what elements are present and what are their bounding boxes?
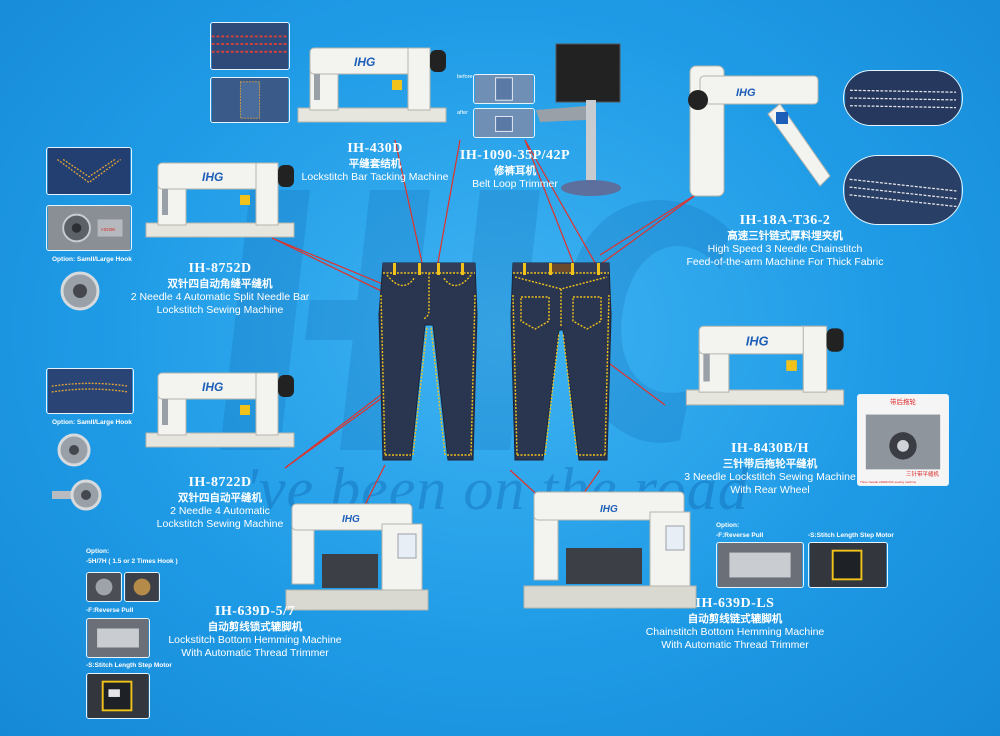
model-name: IH-8752D	[188, 261, 252, 276]
after-label: after	[457, 110, 469, 116]
svg-text:IHG: IHG	[600, 504, 618, 515]
model-cn-name: 自动剪线链式辘脚机	[687, 612, 783, 625]
machine-image-ih-639d-ls: IHG	[520, 482, 700, 612]
model-description: With Automatic Thread Trimmer	[661, 638, 809, 651]
belt-loop-before-image	[473, 74, 535, 104]
model-description: Feed-of-the-arm Machine For Thick Fabric	[686, 255, 884, 268]
jeans-back-image	[505, 255, 617, 467]
hook-option-image-1	[86, 572, 122, 602]
hook-option-label-8722d: Option: Samll/Large Hook	[52, 419, 132, 426]
model-description: With Rear Wheel	[730, 483, 810, 496]
three-needle-cn-label: 三针带平缝机	[906, 472, 940, 478]
model-description: Lockstitch Sewing Machine	[156, 517, 284, 530]
jeans-front-image	[373, 255, 485, 467]
label-ih-430d: IH-430D 平缝套结机 Lockstitch Bar Tacking Mac…	[300, 140, 450, 184]
rear-wheel-en-label: Three Needle ADDROOF sewing machine	[860, 480, 917, 484]
hook-closeup-image: HOOK	[46, 205, 132, 251]
model-name: IH-639D-LS	[695, 596, 775, 611]
denim-sample-red-stitch	[210, 22, 290, 70]
model-name: IH-639D-5/7	[214, 604, 296, 619]
label-ih-639d-ls: IH-639D-LS 自动剪线链式辘脚机 Chainstitch Bottom …	[640, 595, 830, 652]
model-description: Chainstitch Bottom Hemming Machine	[645, 625, 825, 638]
option-f-label-right: -F:Reverse Pull	[716, 532, 764, 539]
model-description: Lockstitch Bottom Hemming Machine	[168, 633, 342, 646]
svg-text:IHG: IHG	[342, 514, 360, 525]
step-motor-image-left	[86, 673, 150, 719]
step-motor-image-right	[808, 542, 888, 588]
machine-image-ih-18a: IHG	[680, 56, 840, 206]
machine-image-ih-1090	[530, 40, 626, 200]
model-description: 2 Needle 4 Automatic	[170, 504, 270, 517]
option-f-label-left: -F:Reverse Pull	[86, 607, 134, 614]
model-cn-name: 三针带后拖轮平缝机	[722, 457, 818, 470]
hook-option-image-2	[124, 572, 160, 602]
model-description: Lockstitch Sewing Machine	[156, 303, 284, 316]
machine-image-ih-8722d	[140, 345, 300, 457]
denim-sample-double-stitch	[46, 368, 134, 414]
model-cn-name: 双针四自动平缝机	[178, 491, 262, 504]
machine-image-ih-639d-57: IHG	[282, 494, 432, 614]
model-name: IH-1090-35P/42P	[459, 148, 571, 163]
option-5h7h-label: -5H/7H ( 1.5 or 2 Times Hook )	[86, 558, 178, 565]
model-description: Belt Loop Trimmer	[472, 177, 558, 190]
before-label: before	[457, 74, 473, 80]
label-ih-8430: IH-8430B/H 三针带后拖轮平缝机 3 Needle Lockstitch…	[675, 440, 865, 497]
model-cn-name: 双针四自动角缝平缝机	[167, 277, 273, 290]
svg-text:HOOK: HOOK	[101, 227, 116, 233]
rear-wheel-closeup-image	[857, 394, 949, 486]
denim-sample-belt-loop	[210, 77, 290, 123]
model-cn-name: 高速三针链式厚料埋夹机	[727, 229, 843, 242]
label-ih-8752d: IH-8752D 双针四自动角缝平缝机 2 Needle 4 Automatic…	[125, 260, 315, 317]
model-cn-name: 自动剪线锁式辘脚机	[207, 620, 303, 633]
machine-image-ih-8430	[680, 296, 850, 416]
small-hook-image-8722d	[52, 430, 96, 470]
rear-wheel-cn-label: 带后拖轮	[890, 398, 916, 406]
machine-image-ih-8752d	[140, 135, 300, 247]
model-name: IH-430D	[347, 141, 403, 156]
model-description: High Speed 3 Needle Chainstitch	[707, 242, 863, 255]
option-s-label-left: -S:Stitch Length Step Motor	[86, 662, 172, 669]
model-name: IH-18A-T36-2	[739, 213, 831, 228]
large-hook-image-8722d	[52, 475, 104, 515]
label-ih-639d-57: IH-639D-5/7 自动剪线锁式辘脚机 Lockstitch Bottom …	[165, 603, 345, 660]
model-description: Lockstitch Bar Tacking Machine	[301, 170, 449, 183]
option-title-left: Option:	[86, 548, 110, 555]
model-cn-name: 平缝套结机	[348, 157, 402, 170]
svg-text:IHG: IHG	[736, 87, 756, 99]
reverse-pull-image-left	[86, 618, 150, 658]
model-name: IH-8722D	[188, 475, 252, 490]
denim-sample-v-stitch	[46, 147, 132, 195]
denim-sample-three-stitch-1	[843, 70, 963, 126]
reverse-pull-image-right	[716, 542, 804, 588]
large-hook-image-8752d	[55, 265, 105, 317]
model-description: 2 Needle 4 Automatic Split Needle Bar	[130, 290, 310, 303]
model-description: 3 Needle Lockstitch Sewing Machine	[684, 470, 856, 483]
machine-image-ih-430d	[292, 20, 452, 132]
model-cn-name: 修裤耳机	[494, 164, 536, 177]
label-ih-1090: IH-1090-35P/42P 修裤耳机 Belt Loop Trimmer	[440, 147, 590, 191]
model-description: With Automatic Thread Trimmer	[181, 646, 329, 659]
label-ih-8722d: IH-8722D 双针四自动平缝机 2 Needle 4 Automatic L…	[140, 474, 300, 531]
hook-option-label-8752d: Option: Samll/Large Hook	[52, 256, 132, 263]
option-title-right: Option:	[716, 522, 740, 529]
denim-sample-three-stitch-2	[843, 155, 963, 225]
option-s-label-right: -S:Stitch Length Step Motor	[808, 532, 894, 539]
label-ih-18a: IH-18A-T36-2 高速三针链式厚料埋夹机 High Speed 3 Ne…	[680, 212, 890, 269]
belt-loop-after-image	[473, 108, 535, 138]
model-name: IH-8430B/H	[730, 441, 810, 456]
